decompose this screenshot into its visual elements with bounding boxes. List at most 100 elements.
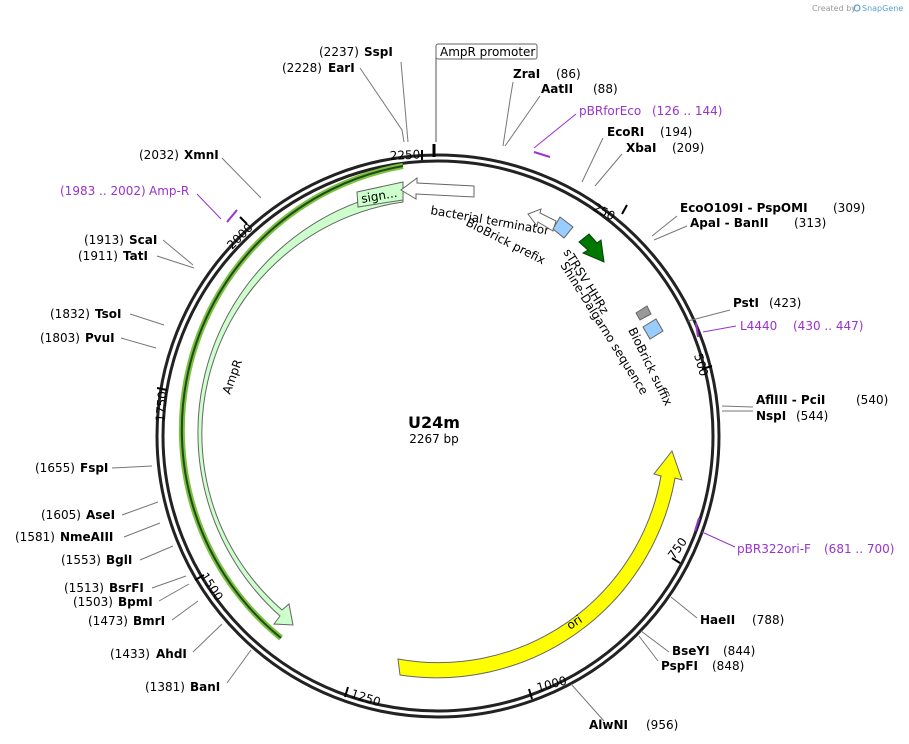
enzyme-xmni-pos: (2032) <box>139 148 179 162</box>
enzyme-nspi-name: NspI <box>756 409 786 423</box>
leader-aatii <box>504 95 541 147</box>
enzyme-nspi-pos: (544) <box>796 409 828 423</box>
primer-labels: pBRforEco (126 .. 144) L4440 (430 .. 447… <box>60 104 894 556</box>
signal-sequence-label: sign... <box>360 186 398 206</box>
leader-tati <box>156 255 195 269</box>
enzyme-leaders <box>111 61 754 722</box>
enzyme-alwni-name: AlwNI <box>589 718 628 732</box>
enzyme-asei-name: AseI <box>86 508 115 522</box>
signal-sequence-box <box>356 181 404 208</box>
leader-apai <box>653 225 688 241</box>
leader-haeii <box>670 596 698 619</box>
leader-alwni <box>570 683 605 722</box>
enzyme-haeii-name: HaeII <box>700 613 735 627</box>
primer-pbrforeco-range: (126 .. 144) <box>652 104 722 118</box>
ampr-outer-glow <box>178 163 404 641</box>
biobrick-suffix-box <box>642 318 664 340</box>
enzyme-zrai-pos: (86) <box>556 67 581 81</box>
ori-feature-arrow <box>397 449 683 679</box>
enzyme-ecori-name: EcoRI <box>607 125 644 139</box>
bacterial-terminator-arrow <box>400 177 475 200</box>
primer-l4440-range: (430 .. 447) <box>793 319 863 333</box>
leader-ahdi <box>192 623 223 653</box>
leader-xmni <box>221 157 262 199</box>
ampr-outer-line <box>180 165 404 639</box>
enzyme-tati-pos: (1911) <box>78 249 118 263</box>
enzyme-sspi-name: SspI <box>364 45 393 59</box>
enzyme-ecoo109i-pos: (309) <box>833 201 865 215</box>
enzyme-bsrfi-name: BsrFI <box>109 581 144 595</box>
leader-bmri <box>171 600 199 621</box>
snapgene-brand: SnapGene <box>862 4 903 13</box>
enzyme-aatii-name: AatII <box>541 82 573 96</box>
tick-1000 <box>528 688 533 700</box>
primer-leader-ampr <box>196 193 222 220</box>
enzyme-labels: (2237) SspI (2228) EarI ZraI (86) AatII … <box>15 45 888 732</box>
enzyme-psti-name: PstI <box>733 296 759 310</box>
enzyme-pspfi-pos: (848) <box>712 659 744 673</box>
enzyme-apai-pos: (313) <box>794 216 826 230</box>
primer-pbr322ori-name: pBR322ori-F <box>737 542 811 556</box>
tick-label-1750: 1750 <box>153 391 170 423</box>
leader-ecori <box>581 137 604 183</box>
biobrick-part-box-1 <box>552 216 574 239</box>
credit-text: Created by <box>812 4 856 13</box>
enzyme-scai-pos: (1913) <box>84 233 124 247</box>
biobrick-prefix-arrow <box>527 208 557 232</box>
primer-l4440-name: L4440 <box>740 319 777 333</box>
tick-1750 <box>156 387 168 391</box>
ampr-promoter-label: AmpR promoter <box>435 43 538 142</box>
tick-500 <box>701 365 713 370</box>
enzyme-pvui-name: PvuI <box>85 331 115 345</box>
leader-ecoo109i <box>651 215 678 237</box>
enzyme-zrai-name: ZraI <box>513 67 540 81</box>
enzyme-xmni-name: XmnI <box>184 148 219 162</box>
primer-pbrforeco-name: pBRforEco <box>579 104 641 118</box>
leader-zrai <box>502 81 514 147</box>
enzyme-bseyi-pos: (844) <box>723 644 755 658</box>
leader-bgli <box>139 545 174 561</box>
tick-750 <box>671 557 681 564</box>
tick-label-2250: 2250 <box>389 147 420 163</box>
ampr-feature-arrow <box>197 189 404 626</box>
snapgene-logo: SnapGene <box>853 4 903 13</box>
enzyme-ecori-pos: (194) <box>660 125 692 139</box>
enzyme-haeii-pos: (788) <box>752 613 784 627</box>
primer-mark-l4440 <box>695 322 699 338</box>
plasmid-length: 2267 bp <box>409 432 459 446</box>
enzyme-tati-name: TatI <box>123 249 148 263</box>
leader-bpmi <box>158 583 190 602</box>
enzyme-bmri-pos: (1473) <box>88 614 128 628</box>
primer-ampr-range: (1983 .. 2002) <box>60 184 146 198</box>
enzyme-bseyi-name: BseYI <box>672 644 710 658</box>
tick-2000 <box>239 216 248 225</box>
enzyme-tsoi-name: TsoI <box>95 307 121 321</box>
leader-bani <box>226 649 252 684</box>
enzyme-ahdi-name: AhdI <box>156 647 187 661</box>
leader-pvui <box>120 337 157 349</box>
enzyme-pvui-pos: (1803) <box>40 331 80 345</box>
leader-fspi <box>111 465 153 469</box>
enzyme-nmeaiii-name: NmeAIII <box>60 530 113 544</box>
tick-label-1250: 1250 <box>349 687 382 710</box>
primer-mark-ampr <box>226 209 238 223</box>
ampr-label: AmpR <box>220 358 245 396</box>
leader-tsoi <box>129 313 165 326</box>
enzyme-fspi-pos: (1655) <box>35 461 75 475</box>
leader-sspi <box>400 61 409 143</box>
enzyme-sspi-pos: (2237) <box>319 45 359 59</box>
leader-eari <box>359 67 405 143</box>
primer-leader-pbr322ori <box>701 531 736 548</box>
enzyme-bpmi-name: BpmI <box>118 595 153 609</box>
enzyme-eari-name: EarI <box>328 61 355 75</box>
enzyme-ahdi-pos: (1433) <box>110 647 150 661</box>
enzyme-nmeaiii-pos: (1581) <box>15 530 55 544</box>
enzyme-apai-name: ApaI - BanII <box>690 216 769 230</box>
enzyme-bpmi-pos: (1503) <box>73 595 113 609</box>
primer-marks <box>196 113 737 548</box>
tick-marks <box>156 150 713 700</box>
enzyme-asei-pos: (1605) <box>41 508 81 522</box>
primer-leader-pbrforeco <box>533 113 577 149</box>
enzyme-aatii-pos: (88) <box>593 82 618 96</box>
shine-dalgarno-box <box>635 305 652 321</box>
